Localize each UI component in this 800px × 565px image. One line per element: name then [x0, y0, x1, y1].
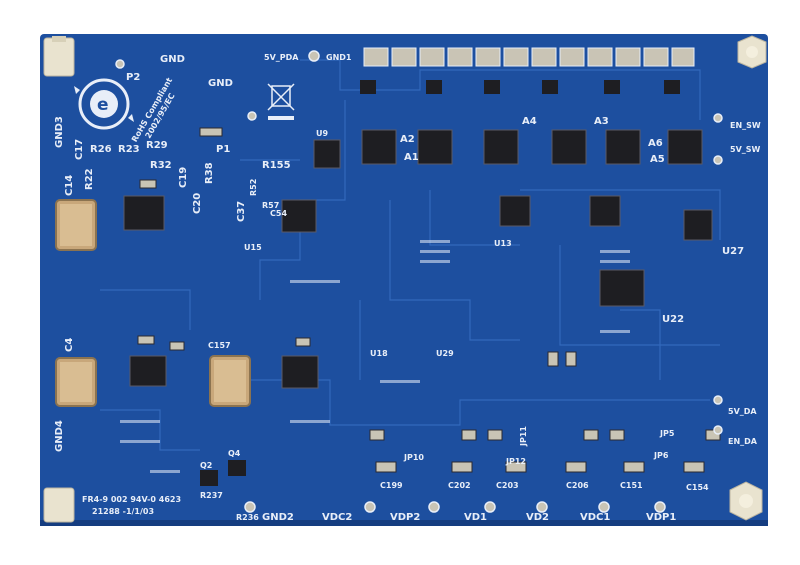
label-r52: R52 [249, 179, 258, 196]
label-c154: C154 [686, 483, 709, 492]
label-jp11: JP11 [519, 426, 528, 447]
weee-bin-icon [267, 83, 295, 120]
standoff-bottom-left [43, 487, 75, 523]
label-gnd1: GND1 [326, 53, 352, 62]
label-jp10: JP10 [403, 453, 424, 462]
label-c20: C20 [192, 193, 203, 214]
label-u15: U15 [244, 243, 262, 252]
label-gnd2: GND2 [262, 512, 294, 523]
label-c14: C14 [64, 175, 75, 196]
label-r236: R236 [236, 513, 259, 522]
label-r23: R23 [118, 144, 140, 155]
label-a6: A6 [648, 138, 663, 149]
label-gnd3: GND3 [54, 116, 65, 148]
svg-text:e: e [97, 95, 109, 115]
rohs-logo-icon: e [74, 78, 134, 130]
label-5v-sw: 5V_SW [730, 145, 761, 154]
label-c54: C54 [270, 209, 287, 218]
label-vdp1: VDP1 [646, 512, 676, 523]
label-q2: Q2 [200, 461, 212, 470]
standoff-top-right [737, 35, 767, 69]
label-a4: A4 [522, 116, 537, 127]
label-c157: C157 [208, 341, 231, 350]
label-fab-text: FR4-9 002 94V-0 4623 [82, 495, 181, 504]
label-date-code: 21288 -1/1/03 [92, 507, 154, 516]
label-5v-pda: 5V_PDA [264, 53, 299, 62]
label-vd1: VD1 [464, 512, 487, 523]
label-c199: C199 [380, 481, 403, 490]
label-r26: R26 [90, 144, 112, 155]
label-c19: C19 [178, 167, 189, 188]
label-c202: C202 [448, 481, 471, 490]
label-r38: R38 [204, 162, 215, 184]
label-gnd-top: GND [160, 54, 185, 65]
label-u13: U13 [494, 239, 512, 248]
silk-texture [120, 240, 630, 473]
label-en-da: EN_DA [728, 437, 758, 446]
label-gnd4: GND4 [54, 420, 65, 452]
standoff-top-left [43, 36, 75, 77]
label-vdc1: VDC1 [580, 512, 610, 523]
label-p1: P1 [216, 144, 230, 155]
label-q4: Q4 [228, 449, 241, 458]
label-r29: R29 [146, 140, 168, 151]
label-u22: U22 [662, 314, 684, 325]
label-u27: U27 [722, 246, 744, 257]
trace-outlines [100, 59, 721, 451]
label-en-sw: EN_SW [730, 121, 761, 130]
label-jp6: JP6 [653, 451, 669, 460]
label-r22: R22 [84, 168, 95, 190]
opamp-ics [123, 129, 713, 389]
label-r155: R155 [262, 160, 291, 171]
test-points [115, 50, 723, 513]
label-vdp2: VDP2 [390, 512, 420, 523]
standoff-bottom-right [729, 481, 763, 521]
small-sot-ics [200, 80, 680, 486]
label-jp5: JP5 [659, 429, 675, 438]
label-c37: C37 [236, 201, 247, 222]
silkscreen-labels: GND P2 GND P1 5V_PDA GND1 GND3 GND4 GND2… [54, 53, 761, 523]
label-a5: A5 [650, 154, 665, 165]
label-a1: A1 [404, 152, 419, 163]
header-connectors-top [363, 47, 695, 67]
label-r57: R57 [262, 201, 279, 210]
label-a3: A3 [594, 116, 609, 127]
label-u18: U18 [370, 349, 388, 358]
board-edge-shadow [40, 520, 768, 526]
label-u29: U29 [436, 349, 454, 358]
label-p2: P2 [126, 72, 140, 83]
label-jp12: JP12 [505, 457, 526, 466]
label-c203: C203 [496, 481, 519, 490]
label-r32: R32 [150, 160, 172, 171]
label-vdc2: VDC2 [322, 512, 352, 523]
label-r237: R237 [200, 491, 223, 500]
label-c17: C17 [74, 139, 85, 160]
label-gnd-p1: GND [208, 78, 233, 89]
label-c151: C151 [620, 481, 643, 490]
label-a2: A2 [400, 134, 415, 145]
label-5v-da: 5V_DA [728, 407, 757, 416]
label-u9: U9 [316, 129, 328, 138]
label-c4: C4 [64, 338, 75, 352]
power-inductors [55, 199, 251, 407]
passive-components [137, 127, 721, 473]
label-vd2: VD2 [526, 512, 549, 523]
label-c206: C206 [566, 481, 589, 490]
